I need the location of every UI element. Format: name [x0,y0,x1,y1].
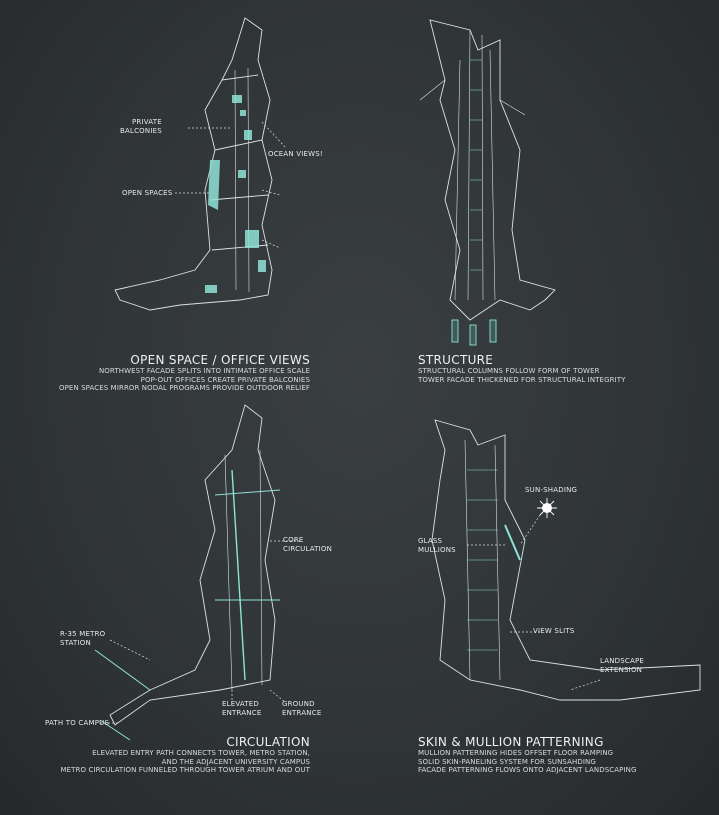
label-ground-entrance: GROUND ENTRANCE [282,700,322,717]
caption-line: SOLID SKIN-PANELING SYSTEM FOR SUNSAHDIN… [418,757,596,766]
label-elevated-entrance: ELEVATED ENTRANCE [222,700,262,717]
caption-skin-mullion: SKIN & MULLION PATTERNING MULLION PATTER… [418,735,708,775]
caption-line: NORTHWEST FACADE SPLITS INTO INTIMATE OF… [98,367,310,375]
caption-open-space: OPEN SPACE / OFFICE VIEWS NORTHWEST FACA… [0,353,310,393]
label-path-to-campus: PATH TO CAMPUS [45,719,110,727]
caption-line: TOWER FACADE THICKENED FOR STRUCTURAL IN… [418,375,626,384]
caption-title: CIRCULATION [226,735,310,749]
caption-line: OPEN SPACES MIRROR NODAL PROGRAMS PROVID… [59,384,310,392]
caption-line: METRO CIRCULATION FUNNELED THROUGH TOWER… [60,766,310,774]
tower-structure [419,19,556,346]
tower-open-space [114,17,286,311]
label-sun-shading: SUN-SHADING [525,486,578,494]
tower-circulation [94,404,300,741]
label-private-balconies: PRIVATE BALCONIES [120,118,162,135]
caption-title: OPEN SPACE / OFFICE VIEWS [130,353,310,367]
label-view-slits: VIEW SLITS [533,627,575,635]
label-open-spaces: OPEN SPACES [122,189,173,197]
caption-line: MULLION PATTERNING HIDES OFFSET FLOOR RA… [418,749,614,757]
label-metro-station: R-35 METRO STATION [60,630,106,647]
label-landscape-extension: LANDSCAPE EXTENSION [600,657,645,674]
caption-line: AND THE ADJACENT UNIVERSITY CAMPUS [161,757,310,766]
caption-title: STRUCTURE [418,353,494,367]
caption-structure: STRUCTURE STRUCTURAL COLUMNS FOLLOW FORM… [418,353,698,384]
caption-line: ELEVATED ENTRY PATH CONNECTS TOWER, METR… [92,749,310,757]
label-ocean-views: OCEAN VIEWS! [268,150,323,158]
caption-line: POP-OUT OFFICES CREATE PRIVATE BALCONIES [140,375,310,384]
caption-line: STRUCTURAL COLUMNS FOLLOW FORM OF TOWER [418,367,600,375]
label-glass-mullions: GLASS MULLIONS [418,537,456,554]
sun-icon [537,498,557,518]
label-core-circulation: CORE CIRCULATION [283,536,333,553]
tower-skin [431,419,701,701]
caption-line: FACADE PATTERNING FLOWS ONTO ADJACENT LA… [418,766,637,774]
caption-title: SKIN & MULLION PATTERNING [418,735,604,749]
caption-circulation: CIRCULATION ELEVATED ENTRY PATH CONNECTS… [0,735,310,775]
